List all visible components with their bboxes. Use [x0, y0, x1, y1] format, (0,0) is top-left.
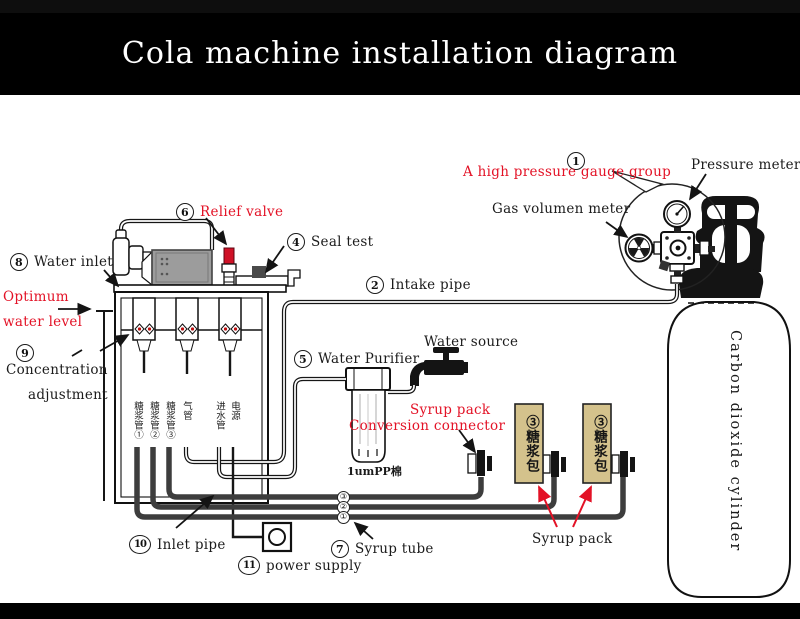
- water-faucet-icon: [410, 347, 468, 386]
- carbonator-tank-icon: [151, 249, 213, 286]
- callout-arrows: [58, 173, 707, 540]
- callout-num-syrup-tube: 7: [331, 540, 349, 558]
- label-water-purifier: Water Purifier: [318, 351, 420, 367]
- arrow-syrup-pack-left: [538, 485, 558, 528]
- callout-num-relief-valve: 6: [176, 203, 194, 221]
- syrup-pack-box-label-1: ③糖浆包: [523, 415, 539, 473]
- callout-syrup-tube: 7 Syrup tube: [331, 540, 434, 558]
- arrow-syrup-pack-right: [572, 485, 592, 528]
- label-syrup-tube: Syrup tube: [355, 541, 434, 557]
- label-pressure-meter: Pressure meter: [691, 157, 800, 173]
- syrup-pack-box-1: [514, 403, 544, 484]
- label-carbon-dioxide-cylinder: Carbon dioxide cylinder: [727, 330, 743, 553]
- label-relief-valve: Relief valve: [200, 204, 284, 220]
- port-label-syrup-tube-2: 糖浆管②: [148, 401, 159, 439]
- label-syrup-conversion-line1: Syrup pack: [410, 402, 491, 418]
- label-optimum-line2: water level: [3, 314, 83, 330]
- machine-top-assembly: [112, 218, 301, 293]
- port-label-syrup-tube-3: 糖浆管③: [164, 401, 175, 439]
- water-pump-icon: [112, 237, 130, 276]
- syrup-pack-box-2: [582, 403, 612, 484]
- label-seal-test: Seal test: [311, 234, 374, 250]
- footer-bar: [0, 603, 800, 619]
- seal-test-fitting-icon: [235, 266, 301, 287]
- label-gas-volumen-meter: Gas volumen meter: [492, 201, 631, 217]
- callout-relief-valve: 6 Relief valve: [176, 203, 283, 221]
- label-syrup-pack: Syrup pack: [532, 531, 613, 547]
- label-power-supply: power supply: [266, 557, 362, 574]
- callout-num-inlet-pipe: 10: [129, 535, 151, 554]
- pressure-meter-gauge-icon: [663, 200, 691, 228]
- page-title: Cola machine installation diagram: [121, 36, 679, 71]
- label-syrup-conversion-line2: Conversion connector: [349, 418, 506, 434]
- port-label-water-inlet-tube: 进水管: [214, 401, 225, 430]
- pipe-num-1: ①: [337, 511, 350, 524]
- callout-num-intake-pipe: 2: [366, 276, 384, 294]
- machine-body-graphic: [96, 291, 269, 504]
- arrow-seal-test: [264, 245, 285, 274]
- arrow-gas-volumen-meter: [605, 221, 629, 239]
- power-outlet-graphic: [231, 447, 293, 553]
- label-water-source: Water source: [424, 334, 519, 350]
- label-concentration-line1: Concentration: [6, 362, 108, 378]
- callout-inlet-pipe: 10 Inlet pipe: [129, 535, 226, 554]
- label-optimum-line1: Optimum: [3, 289, 69, 305]
- header-strip: [0, 0, 800, 13]
- arrow-syrup-tube: [353, 521, 374, 540]
- arrow-concentration-tail: [71, 349, 83, 357]
- syrup-pipe-2: [150, 447, 557, 510]
- header-bar: Cola machine installation diagram: [0, 0, 800, 95]
- callout-num-water-inlet: 8: [10, 253, 28, 271]
- syrup-conversion-connector-1: [467, 450, 492, 476]
- callout-num-concentration: 9: [16, 344, 34, 362]
- label-high-pressure-gauge-group: A high pressure gauge group: [463, 164, 672, 180]
- gas-volume-meter-icon: [624, 233, 654, 263]
- arrow-relief-valve: [205, 217, 228, 246]
- label-intake-pipe: Intake pipe: [390, 277, 471, 293]
- intake-pipe-graphic: [183, 284, 680, 465]
- callout-num-high-pressure: 1: [567, 152, 585, 170]
- syrup-pipe-1: [134, 447, 626, 520]
- label-concentration-line2: adjustment: [28, 387, 108, 403]
- relief-valve-icon: [221, 247, 237, 288]
- callout-intake-pipe: 2 Intake pipe: [366, 276, 471, 294]
- regulator-group: [624, 200, 715, 284]
- callout-water-inlet: 8 Water inlet: [10, 253, 113, 271]
- label-water-inlet: Water inlet: [34, 254, 113, 270]
- label-filter-cartridge: 1umPP棉: [347, 465, 402, 478]
- label-inlet-pipe: Inlet pipe: [157, 536, 226, 553]
- callout-seal-test: 4 Seal test: [287, 233, 373, 251]
- syrup-conversion-connector-3: [611, 451, 635, 477]
- arrow-pressure-meter: [689, 173, 707, 201]
- port-label-syrup-tube-1: 糖浆管①: [132, 401, 143, 439]
- port-label-power: 电源: [229, 401, 240, 420]
- arrow-conversion-connector: [458, 429, 477, 454]
- syrup-pipe-3: [166, 447, 484, 500]
- pipe-num-3: ③: [337, 491, 350, 504]
- callout-num-power-supply: 11: [238, 556, 260, 575]
- dispensing-valve-units: [132, 297, 242, 376]
- callout-power-supply: 11 power supply: [238, 556, 362, 575]
- callout-num-seal-test: 4: [287, 233, 305, 251]
- arrow-inlet-pipe: [175, 494, 215, 529]
- syrup-conversion-connector-2: [542, 451, 566, 477]
- callout-water-purifier: 5 Water Purifier: [294, 350, 419, 368]
- syrup-pack-arrows: [538, 485, 592, 528]
- arrow-concentration: [99, 334, 130, 352]
- syrup-pack-box-label-2: ③糖浆包: [591, 415, 607, 473]
- port-label-gas-tube: 气管: [181, 401, 192, 420]
- water-level-tube-icon: [96, 310, 113, 501]
- water-inlet-pipe-graphic: [216, 376, 417, 480]
- water-purifier-graphic: [345, 367, 391, 463]
- callout-num-water-purifier: 5: [294, 350, 312, 368]
- co2-cylinder-graphic: [667, 196, 791, 598]
- arrow-water-inlet: [103, 269, 120, 288]
